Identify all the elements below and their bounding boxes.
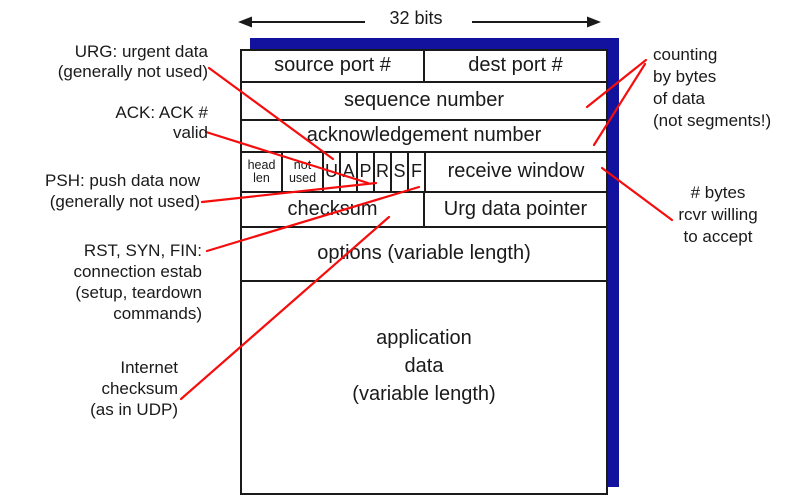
- annotation-rst-syn-fin: RST, SYN, FIN: connection estab (setup, …: [73, 241, 202, 323]
- row-flags: head len not used U A P R S F receive wi…: [242, 152, 606, 193]
- field-ack-number: acknowledgement number: [306, 124, 542, 146]
- field-receive-window: receive window: [447, 160, 585, 182]
- bits-width-label: 32 bits: [389, 8, 443, 28]
- field-options: options (variable length): [317, 242, 531, 264]
- segment-field-table: source port # dest port # sequence numbe…: [240, 49, 608, 495]
- width-arrow: [238, 16, 601, 28]
- row-ack-number: acknowledgement number: [242, 121, 606, 153]
- annotation-psh: PSH: push data now (generally not used): [45, 171, 200, 211]
- flag-ack: A: [341, 152, 358, 191]
- field-head-len: head len: [242, 152, 283, 191]
- field-urg-pointer: Urg data pointer: [443, 197, 588, 220]
- annotation-rcv-window: # bytes rcvr willing to accept: [678, 183, 758, 246]
- annotation-counting-bytes: counting by bytes of data (not segments!…: [653, 45, 772, 130]
- field-source-port: source port #: [242, 51, 425, 81]
- row-ports: source port # dest port #: [242, 51, 606, 83]
- arrow-left-head-icon: [238, 16, 252, 28]
- row-application-data: application data (variable length): [242, 282, 606, 493]
- flag-rst: R: [375, 152, 392, 191]
- row-options: options (variable length): [242, 228, 606, 282]
- field-dest-port: dest port #: [468, 54, 563, 77]
- flag-syn: S: [392, 152, 409, 191]
- annotation-internet-checksum: Internet checksum (as in UDP): [90, 358, 178, 419]
- field-checksum: checksum: [242, 192, 425, 226]
- flag-psh: P: [358, 152, 375, 191]
- flag-fin: F: [409, 152, 426, 191]
- arrow-right-head-icon: [587, 16, 601, 28]
- annotation-ack: ACK: ACK # valid: [115, 103, 208, 142]
- row-sequence-number: sequence number: [242, 83, 606, 121]
- annotation-urg: URG: urgent data (generally not used): [57, 42, 208, 81]
- field-application-data: application data (variable length): [352, 326, 496, 405]
- field-sequence-number: sequence number: [343, 89, 505, 111]
- flag-urg: U: [324, 152, 341, 191]
- field-not-used: not used: [283, 152, 324, 191]
- row-checksum: checksum Urg data pointer: [242, 192, 606, 228]
